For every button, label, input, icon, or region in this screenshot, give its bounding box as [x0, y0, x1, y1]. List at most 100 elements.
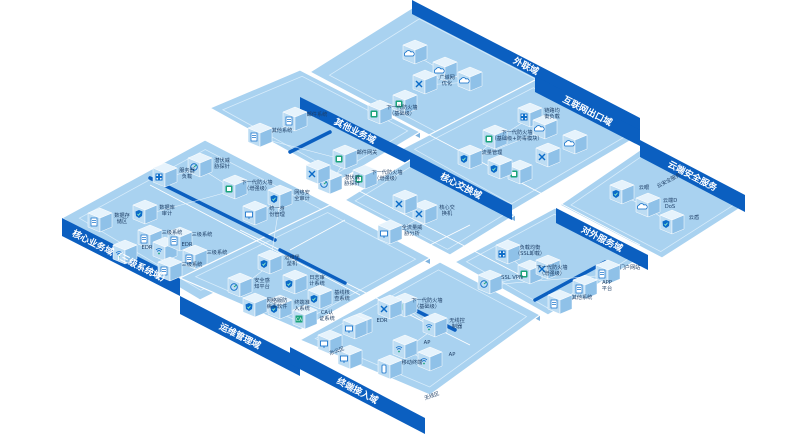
device: [659, 209, 685, 235]
zone-banner: [180, 296, 300, 376]
device: [267, 294, 293, 320]
zone-banner: [410, 152, 512, 220]
device-top-face: [457, 144, 483, 156]
server-icon: [550, 299, 558, 309]
device-label: 日志审计系统: [309, 273, 325, 287]
device-top-face: [242, 200, 268, 212]
device: [267, 184, 293, 210]
device-top-face: [182, 244, 208, 256]
mail-gateway-icon: [335, 155, 343, 163]
device-label: 下一代防火墙（基础级+防毒模块）: [491, 128, 542, 142]
device-label: 全流量威胁分析: [402, 223, 424, 237]
device-top-face: [535, 142, 561, 154]
device-label: 数据库审计: [159, 203, 175, 217]
device-top-face: [457, 66, 483, 78]
device-label: 链路均衡负载: [544, 106, 560, 120]
device: [547, 289, 573, 315]
device-top-face: [477, 269, 503, 281]
device-top-face: [292, 304, 318, 316]
firewall-icon: [370, 110, 378, 118]
device-top-face: [392, 334, 418, 346]
device-top-face: [377, 219, 403, 231]
device-top-face: [242, 292, 268, 304]
device-label: 潜伏威胁探针: [214, 156, 230, 170]
device: [412, 69, 438, 95]
device-top-face: [332, 144, 358, 156]
shield-icon: [260, 260, 268, 268]
device-label: 核心交换机: [439, 203, 455, 217]
zones-layer: [60, 0, 747, 434]
device-label: 广域网优化: [439, 73, 455, 87]
device-top-face: [562, 129, 588, 141]
device-label: 邮件系统: [307, 110, 328, 118]
device: [367, 99, 393, 125]
device: [412, 199, 438, 225]
switch-icon: [308, 170, 316, 178]
zone-devices-external: [367, 39, 483, 125]
zone-banner: [412, 0, 640, 132]
server-icon: [185, 254, 193, 264]
device: [609, 179, 635, 205]
device-label: 移动终端: [402, 358, 423, 366]
device-top-face: [495, 239, 521, 251]
shield-icon: [285, 280, 293, 288]
device-top-face: [517, 102, 543, 114]
cloud-icon: [404, 50, 415, 57]
device: [377, 219, 403, 245]
device: [307, 284, 333, 310]
device: [87, 207, 113, 233]
probe-icon: [190, 163, 198, 171]
device-top-face: [367, 99, 393, 111]
shield-icon: [490, 165, 498, 173]
device-top-face: [112, 239, 138, 251]
device: [482, 124, 508, 150]
device: [242, 292, 268, 318]
edr-icon: [155, 248, 163, 255]
device-label: 安全感知平台: [254, 276, 270, 290]
device-label: SSL VPN: [501, 275, 523, 281]
vpn-icon: [480, 280, 488, 288]
device-link: [144, 189, 236, 216]
rail-bar: [148, 176, 277, 242]
switch-icon: [395, 200, 403, 208]
device: [377, 294, 403, 320]
device-label: EDR: [377, 318, 388, 324]
device: [477, 269, 503, 295]
device-label: 其他系统: [272, 126, 293, 134]
device: [595, 259, 621, 285]
load-balancer-icon: [520, 113, 528, 121]
device-top-face: [417, 346, 443, 358]
device: [132, 199, 158, 225]
device-top-face: [392, 89, 418, 101]
device: [495, 239, 521, 265]
device: [422, 312, 448, 338]
device-top-face: [377, 294, 403, 306]
device: [572, 274, 598, 300]
device: [157, 256, 183, 282]
ap-icon: [395, 346, 403, 353]
shield-icon: [310, 295, 318, 303]
device: [182, 244, 208, 270]
cloud-icon: [434, 67, 445, 74]
server-icon: [170, 236, 178, 246]
device-top-face: [352, 164, 378, 176]
device-top-face: [167, 226, 193, 238]
device-top-face: [412, 199, 438, 211]
device: [635, 192, 661, 218]
device-label: 下一代防火墙（基础级）: [386, 103, 417, 117]
device-top-face: [422, 312, 448, 324]
device-label: 邮件网关: [357, 148, 378, 156]
zone-inner-border: [221, 75, 409, 174]
server-icon: [160, 266, 168, 276]
device: [457, 66, 483, 92]
device-label: 网络版防病毒软件: [267, 296, 288, 310]
load-balancer-icon: [155, 173, 163, 181]
device: [187, 152, 213, 178]
ca-icon: CA: [295, 315, 303, 323]
wireless-controller-icon: [425, 324, 433, 331]
zone-banner: [535, 76, 640, 146]
device-label: 下一代防火墙（增强级）: [371, 168, 402, 182]
device: [247, 122, 273, 148]
device: [417, 346, 443, 372]
server-icon: [140, 234, 148, 244]
